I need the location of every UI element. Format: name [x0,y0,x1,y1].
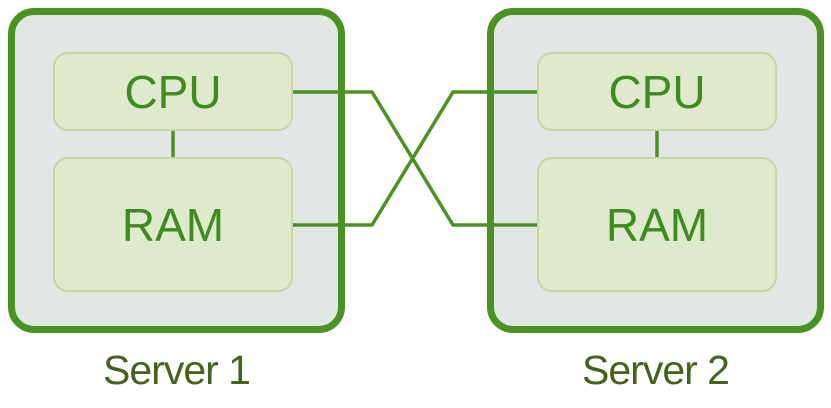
server1-ram-label: RAM [121,198,225,251]
server1-cpu-box: CPU [53,52,293,131]
server1-ram-box: RAM [53,157,293,292]
server2-cpu-label: CPU [608,65,706,118]
server2-ram-label: RAM [605,198,709,251]
server2-cpu-box: CPU [537,52,777,131]
server2-ram-box: RAM [537,157,777,292]
server2-caption: Server 2 [582,347,730,393]
server1-cpu-label: CPU [124,65,222,118]
server1-caption: Server 1 [103,347,251,393]
